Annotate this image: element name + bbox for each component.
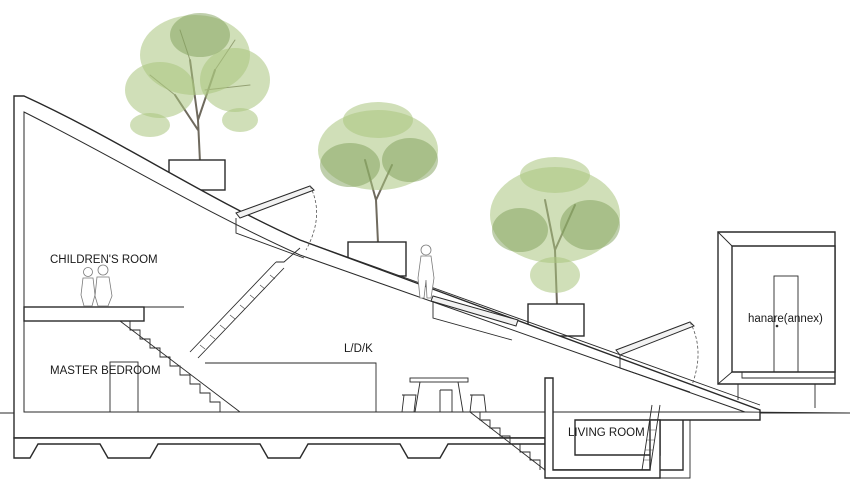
children-figures	[80, 264, 113, 307]
label-childrens-room: CHILDREN'S ROOM	[50, 254, 158, 266]
stair-lower	[470, 411, 541, 470]
tree-middle	[318, 102, 438, 277]
label-master-bedroom: MASTER BEDROOM	[50, 365, 161, 377]
foundation	[13, 437, 546, 459]
roof-edge	[23, 95, 761, 406]
skylight-1	[235, 185, 318, 259]
label-annex: hanare(annex)	[748, 313, 823, 325]
upper-floor-slab	[23, 306, 145, 322]
annex-door	[773, 275, 799, 373]
skylight-3	[615, 321, 699, 393]
label-living-room: LIVING ROOM	[568, 427, 645, 439]
skylight-2	[430, 295, 519, 341]
tree-left	[125, 13, 270, 191]
stair-ramp	[189, 261, 285, 359]
annex	[717, 231, 836, 408]
stair-upper	[120, 320, 221, 412]
person-roof	[417, 244, 435, 299]
label-ldk: L/D/K	[344, 343, 373, 355]
dining-set	[401, 377, 487, 413]
tree-right	[490, 157, 620, 337]
bedroom-door	[109, 361, 139, 413]
ladder	[641, 404, 661, 471]
